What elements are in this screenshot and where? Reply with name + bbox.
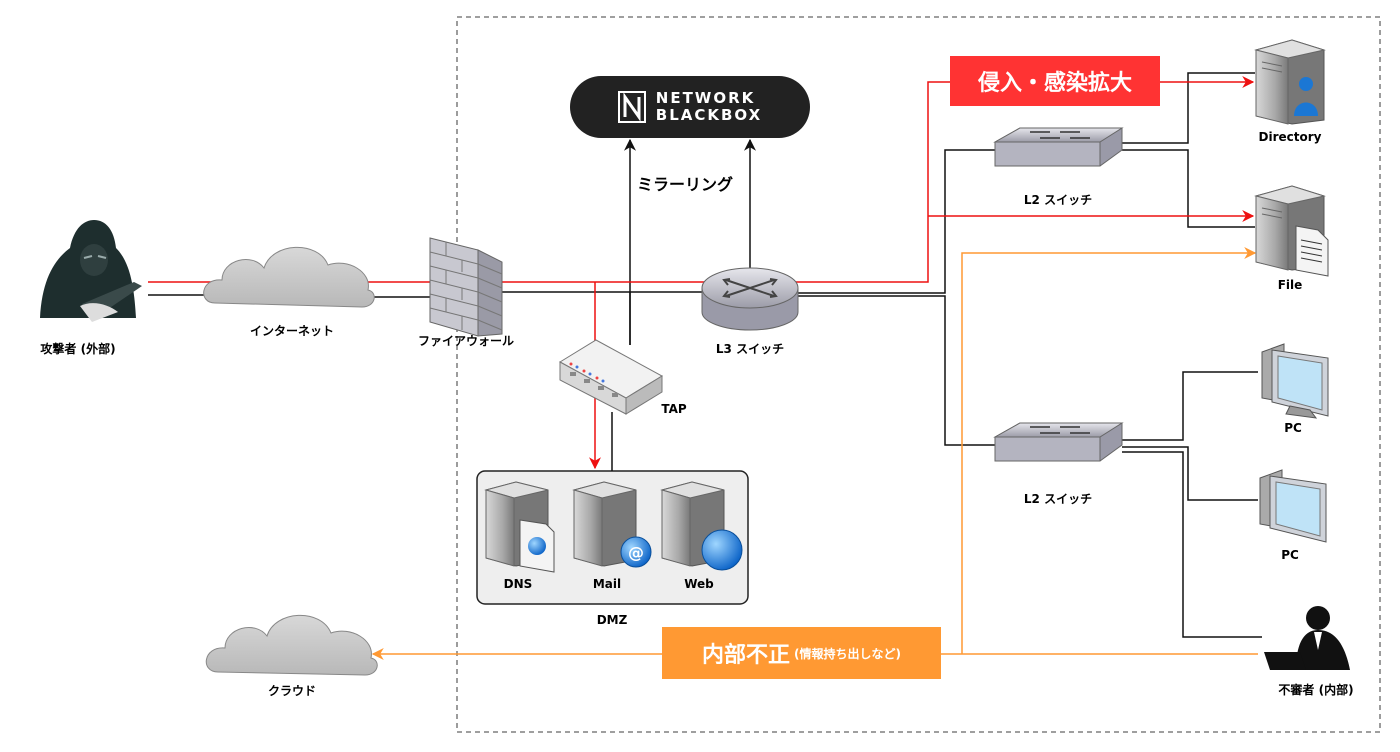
cloud-icon xyxy=(205,614,378,676)
link-l2bottom-insider xyxy=(1122,451,1262,638)
attack-line-main xyxy=(148,81,950,283)
mail-label: Mail xyxy=(592,577,622,591)
link-l2bottom-pc2 xyxy=(1122,446,1258,501)
insider-callout: 内部不正 (情報持ち出しなど) xyxy=(662,627,941,679)
internal-network-boundary xyxy=(456,16,1381,733)
web-label: Web xyxy=(684,577,714,591)
cloud-label: クラウド xyxy=(267,684,317,698)
svg-text:@: @ xyxy=(628,543,644,562)
user-icon xyxy=(1294,77,1318,116)
pc-icon xyxy=(1259,469,1327,543)
insider-callout-sub: (情報持ち出しなど) xyxy=(794,646,901,661)
firewall-label: ファイアウォール xyxy=(417,334,515,348)
insider-callout-main: 内部不正 xyxy=(702,643,791,668)
link-l2bottom-pc1 xyxy=(1122,371,1258,441)
l2-switch-bottom-label: L2 スイッチ xyxy=(1023,492,1093,506)
pc-icon xyxy=(1261,343,1329,419)
server-icon xyxy=(1254,185,1329,277)
dns-label: DNS xyxy=(503,577,533,591)
cloud-icon xyxy=(203,246,375,308)
nbb-logo-icon xyxy=(617,91,646,123)
l3-switch-label: L3 スイッチ xyxy=(715,342,785,356)
attacker-label: 攻撃者 (外部) xyxy=(40,342,116,356)
insider-line-to-file xyxy=(961,247,1257,654)
switch-icon xyxy=(993,422,1124,462)
router-icon xyxy=(701,267,799,331)
globe-icon xyxy=(528,537,546,555)
hacker-icon xyxy=(22,220,144,330)
link-l3-l2bottom xyxy=(795,295,995,446)
network-blackbox-logo: NETWORK BLACKBOX xyxy=(570,76,810,138)
internet-label: インターネット xyxy=(249,324,335,338)
directory-label: Directory xyxy=(1258,130,1322,144)
insider-icon xyxy=(1264,606,1350,670)
file-label: File xyxy=(1277,278,1303,292)
tap-icon xyxy=(559,339,663,415)
pc2-label: PC xyxy=(1281,548,1299,562)
tap-label: TAP xyxy=(661,402,687,416)
server-icon xyxy=(1254,39,1326,125)
link-l3-l2top xyxy=(795,149,995,294)
link-l2top-file xyxy=(1122,149,1255,228)
l2-switch-top-label: L2 スイッチ xyxy=(1023,193,1093,207)
mirroring-label: ミラーリング xyxy=(637,175,734,194)
spread-callout: 侵入・感染拡大 xyxy=(950,56,1160,106)
nbb-logo-line2: BLACKBOX xyxy=(655,106,763,124)
email-icon xyxy=(620,536,652,568)
firewall-icon xyxy=(429,237,503,337)
switch-icon xyxy=(993,127,1124,167)
link-l2top-directory xyxy=(1122,72,1255,144)
insider-label: 不審者 (内部) xyxy=(1278,683,1354,697)
nbb-logo-line1: NETWORK xyxy=(655,89,756,107)
server-icon xyxy=(660,481,743,571)
server-icon: @ xyxy=(572,481,652,568)
server-icon xyxy=(484,481,555,573)
dmz-label: DMZ xyxy=(596,613,628,627)
document-icon xyxy=(1295,225,1329,277)
globe-icon xyxy=(701,529,743,571)
mirroring-arrows xyxy=(624,138,756,345)
pc1-label: PC xyxy=(1284,421,1302,435)
